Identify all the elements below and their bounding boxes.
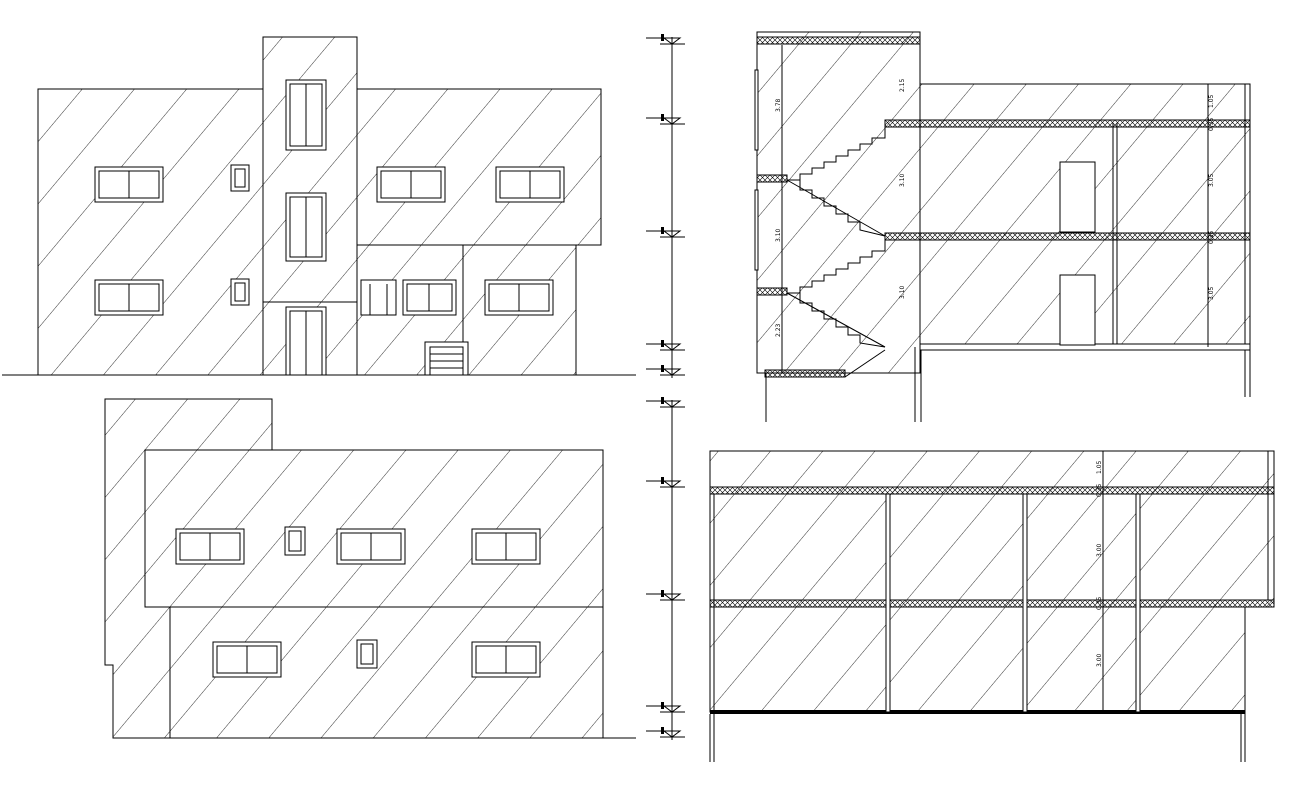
- level-markers-top: [646, 34, 685, 378]
- windows: [94, 79, 565, 376]
- level-marker-icon: [646, 590, 685, 601]
- windows: [175, 526, 541, 678]
- dimension-label: 3.00: [1096, 653, 1103, 667]
- dimension-label: 3.00: [1096, 543, 1103, 557]
- level-marker-icon: [646, 397, 685, 408]
- level-markers-bottom: [646, 397, 685, 740]
- level-marker-icon: [646, 702, 685, 713]
- door: [1059, 161, 1096, 233]
- dimension-label: 0.35: [1096, 596, 1103, 610]
- dimension-label: 3.10: [899, 285, 906, 299]
- left-wall-block: [37, 88, 264, 376]
- dimension-label: 0.35: [1208, 230, 1215, 244]
- dimension-label: 3.78: [775, 98, 782, 112]
- entrance-steps: [424, 341, 469, 376]
- dimension-label: 0.35: [1208, 117, 1215, 131]
- door: [1059, 274, 1096, 346]
- dimension-label: 0.35: [1096, 483, 1103, 497]
- front-elevation: [2, 36, 636, 376]
- stair-section: 3.78 2.15 3.10 3.10 3.10 2.23 1.05 0.35 …: [754, 31, 1251, 422]
- dimension-label: 2.23: [775, 323, 782, 337]
- level-marker-icon: [646, 727, 685, 738]
- level-marker-icon: [646, 227, 685, 238]
- level-marker-icon: [646, 477, 685, 488]
- level-marker-icon: [646, 34, 685, 45]
- dimension-label: 3.05: [1208, 173, 1215, 187]
- dimension-label: 3.05: [1208, 286, 1215, 300]
- level-marker-icon: [646, 114, 685, 125]
- level-marker-icon: [646, 340, 685, 351]
- dimension-label: 3.10: [775, 228, 782, 242]
- dimension-label: 1.05: [1096, 460, 1103, 474]
- level-marker-icon: [646, 365, 685, 376]
- rear-elevation: [104, 398, 636, 739]
- stair-flight: [787, 127, 886, 181]
- dimension-label: 3.10: [899, 173, 906, 187]
- dimension-label: 1.05: [1208, 94, 1215, 108]
- dimension-label: 2.15: [899, 78, 906, 92]
- longitudinal-section: 1.05 0.35 3.00 0.35 3.00: [709, 450, 1275, 762]
